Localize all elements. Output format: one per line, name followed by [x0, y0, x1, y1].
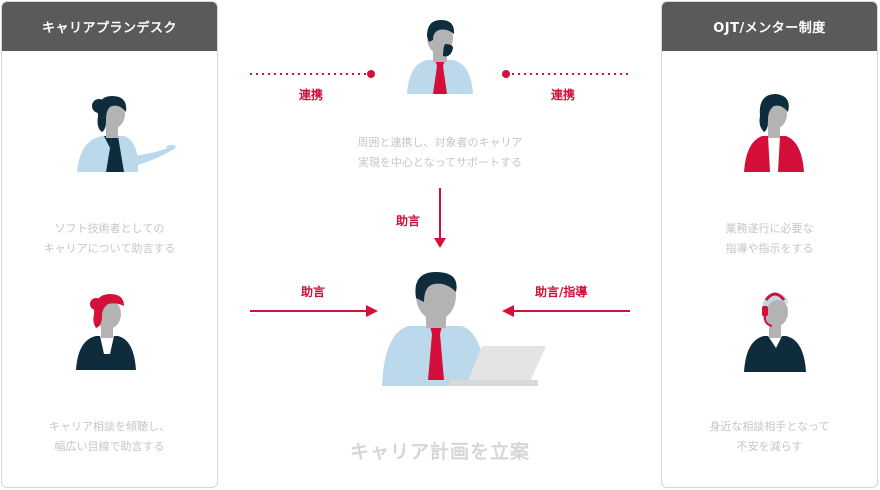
counselor-woman-illustration [76, 294, 136, 370]
ojt-description-line2: 指導や指示をする [725, 242, 814, 255]
ojt-mentor-panel: OJT/メンター制度 業務遂行に必要な 指導や指示をする 身近な相談相手となって… [661, 1, 878, 488]
link-label-right: 連携 [551, 88, 576, 102]
employee-at-laptop-illustration [382, 272, 546, 386]
advice-label-right: 助言/指導 [535, 285, 588, 299]
advisor-description-line2: キャリアについて助言する [43, 242, 176, 255]
mentor-illustration [744, 292, 806, 372]
manager-description-line1: 周囲と連携し、対象者のキャリア [357, 136, 523, 149]
manager-description-line2: 実現を中心となってサポートする [357, 156, 523, 169]
advice-label-down: 助言 [396, 214, 421, 228]
advisor-description-line1: ソフト技術者としての [54, 222, 165, 235]
mentor-description-line2: 不安を減らす [736, 440, 803, 453]
ojt-description-line1: 業務遂行に必要な [725, 222, 814, 235]
advice-arrow-from-left [250, 305, 378, 317]
ojt-mentor-title: OJT/メンター制度 [662, 2, 877, 51]
counselor-description-line2: 幅広い目線で助言する [54, 440, 165, 453]
manager-illustration [407, 20, 473, 94]
advice-label-left: 助言 [301, 285, 326, 299]
link-connector-right [502, 70, 628, 78]
counselor-description-line1: キャリア相談を傾聴し、 [49, 420, 170, 433]
link-label-left: 連携 [299, 88, 324, 102]
link-connector-left [250, 70, 375, 78]
ojt-trainer-illustration [744, 94, 804, 172]
advice-arrow-from-right [502, 305, 630, 317]
mentor-description-line1: 身近な相談相手となって [709, 420, 830, 433]
career-plan-desk-title: キャリアプランデスク [2, 2, 217, 51]
career-plan-desk-panel: キャリアプランデスク ソフト技術者としての キャリアについて助言する キャリア相… [1, 1, 218, 488]
advice-arrow-down [434, 188, 446, 248]
advisor-woman-illustration [77, 96, 176, 172]
career-plan-title: キャリア計画を立案 [349, 441, 530, 463]
